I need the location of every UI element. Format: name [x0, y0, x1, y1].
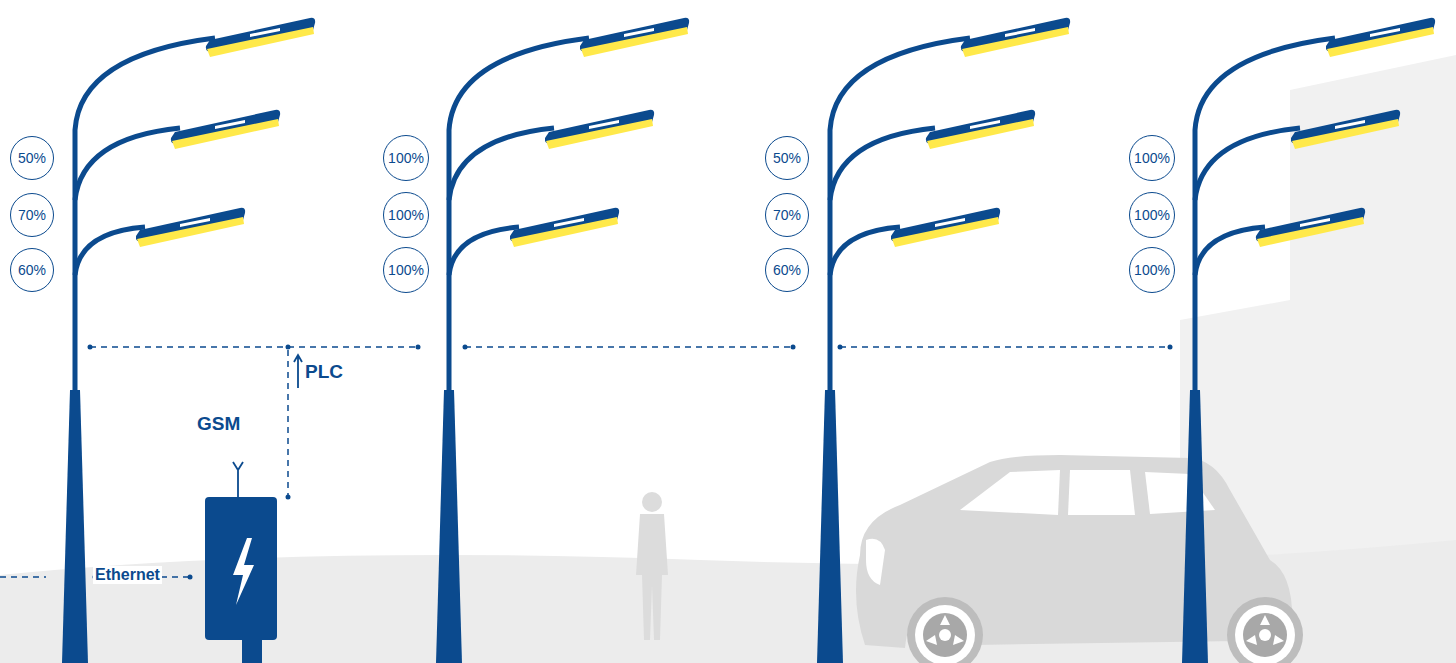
- percentage-circle: 100%: [383, 247, 429, 293]
- ethernet-label: Ethernet: [93, 566, 162, 584]
- dimming-level: 100%: [388, 150, 424, 166]
- percentage-circle: 100%: [383, 192, 429, 238]
- percentage-circle: 50%: [765, 136, 809, 180]
- dimming-level: 60%: [773, 262, 801, 278]
- dimming-level: 100%: [1134, 262, 1170, 278]
- percentage-circle: 100%: [383, 135, 429, 181]
- percentage-circle: 50%: [10, 136, 54, 180]
- percentage-circle: 100%: [1129, 247, 1175, 293]
- percentage-circle: 70%: [765, 193, 809, 237]
- dimming-level: 70%: [18, 207, 46, 223]
- dimming-level: 70%: [773, 207, 801, 223]
- percentage-circle: 70%: [10, 193, 54, 237]
- dimming-level: 100%: [1134, 150, 1170, 166]
- dimming-level: 60%: [18, 262, 46, 278]
- dimming-level: 100%: [388, 262, 424, 278]
- dimming-level: 50%: [773, 150, 801, 166]
- plc-label: PLC: [303, 361, 345, 383]
- percentage-circle: 60%: [765, 248, 809, 292]
- percentage-circle: 100%: [1129, 192, 1175, 238]
- gsm-label: GSM: [195, 413, 242, 435]
- dimming-level: 100%: [388, 207, 424, 223]
- dimming-level: 100%: [1134, 207, 1170, 223]
- percentage-circle: 100%: [1129, 135, 1175, 181]
- percentage-circle: 60%: [10, 248, 54, 292]
- dimming-level: 50%: [18, 150, 46, 166]
